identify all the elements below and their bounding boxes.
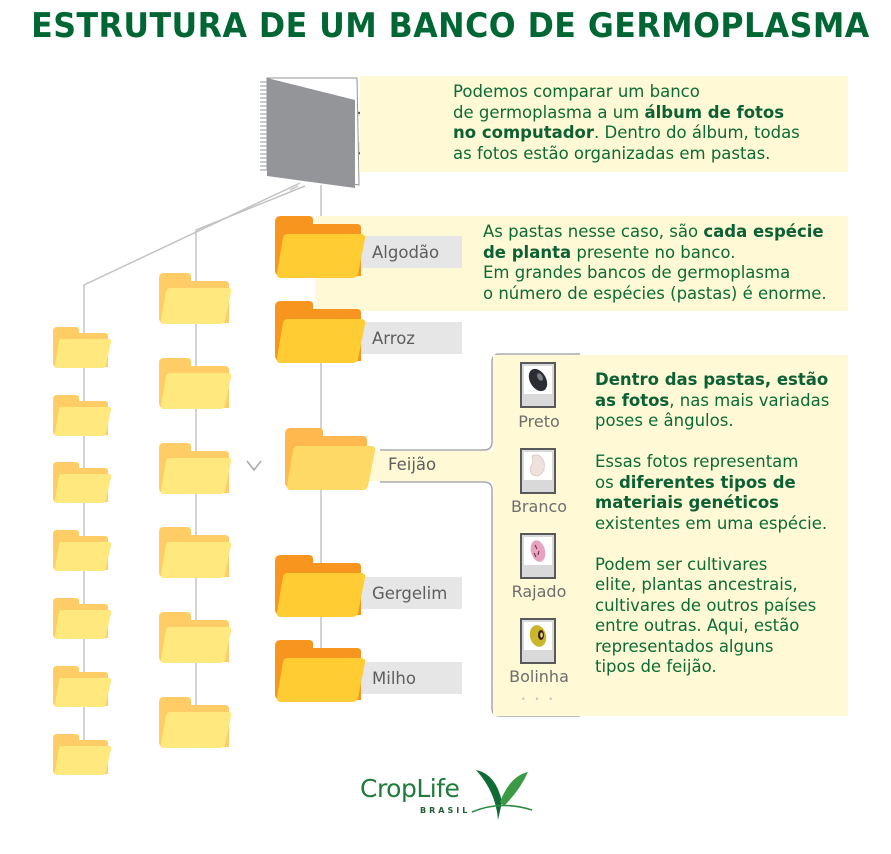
folder-icon[interactable] <box>53 666 113 708</box>
folder-icon[interactable] <box>53 598 113 640</box>
sprout-logo-icon <box>471 770 533 820</box>
folder-icon[interactable] <box>159 697 233 749</box>
folder-label-feijao[interactable]: Feijão <box>388 455 437 474</box>
folder-label-arroz[interactable]: Arroz <box>360 322 462 354</box>
speckled-bean-photo-icon[interactable] <box>520 533 560 581</box>
folder-icon[interactable] <box>159 443 233 495</box>
photo-label-rajado: Rajado <box>511 582 567 601</box>
logo-name: CropLife <box>360 774 460 803</box>
white-bean-photo-icon[interactable] <box>520 448 560 496</box>
folder-icon[interactable] <box>159 527 233 579</box>
photos-note-text: Dentro das pastas, estão as fotos, nas m… <box>595 370 830 676</box>
note-line: de planta presente no banco. <box>483 242 736 262</box>
species-note: As pastas nesse caso, são cada espécie d… <box>315 216 848 311</box>
folder-label-milho[interactable]: Milho <box>360 662 462 694</box>
folder-icon[interactable] <box>159 612 233 664</box>
black-bean-photo-icon[interactable] <box>520 362 560 410</box>
note-line: o número de espécies (pastas) é enorme. <box>483 283 827 303</box>
page-title: ESTRUTURA DE UM BANCO DE GERMOPLASMA <box>31 6 870 46</box>
note-line: no computador. Dentro do álbum, todas <box>453 123 800 142</box>
more-photos-indicator: • • • <box>521 694 557 704</box>
logo-sub: BRASIL <box>420 806 471 815</box>
note-line: Podemos comparar um banco <box>453 82 700 101</box>
album-note: Podemos comparar um banco de germoplasma… <box>360 76 848 172</box>
album-note-text: Podemos comparar um banco de germoplasma… <box>453 82 800 164</box>
folder-label-gergelim[interactable]: Gergelim <box>360 577 462 609</box>
note-line: Em grandes bancos de germoplasma <box>483 263 791 282</box>
folder-icon[interactable] <box>53 734 113 776</box>
folder-icon[interactable] <box>159 273 233 325</box>
note-line: As pastas nesse caso, são cada espécie <box>483 222 824 241</box>
photo-label-branco: Branco <box>510 497 568 516</box>
photo-label-bolinha: Bolinha <box>509 667 569 686</box>
note-line: de germoplasma a um álbum de fotos <box>453 102 785 122</box>
folder-label-algodao[interactable]: Algodão <box>360 236 462 268</box>
folder-icon[interactable] <box>275 216 367 278</box>
photo-label-preto: Preto <box>518 412 560 431</box>
folder-icon[interactable] <box>159 358 233 410</box>
folder-icon[interactable] <box>53 395 113 437</box>
photos-note: Dentro das pastas, estão as fotos, nas m… <box>579 355 848 716</box>
feijao-band <box>360 451 493 481</box>
chevron-down-icon[interactable] <box>246 460 262 472</box>
folder-icon[interactable] <box>275 301 367 363</box>
folder-icon[interactable] <box>53 530 113 572</box>
folder-icon[interactable] <box>53 462 113 504</box>
yellow-bean-photo-icon[interactable] <box>520 618 560 666</box>
species-note-text: As pastas nesse caso, são cada espécie d… <box>483 222 827 304</box>
folder-icon[interactable] <box>275 555 367 617</box>
folder-open-icon[interactable] <box>285 428 377 490</box>
folder-icon[interactable] <box>53 327 113 369</box>
folder-icon[interactable] <box>275 640 367 702</box>
croplife-logo: CropLife BRASIL <box>358 762 538 822</box>
note-line: as fotos estão organizadas em pastas. <box>453 143 771 163</box>
